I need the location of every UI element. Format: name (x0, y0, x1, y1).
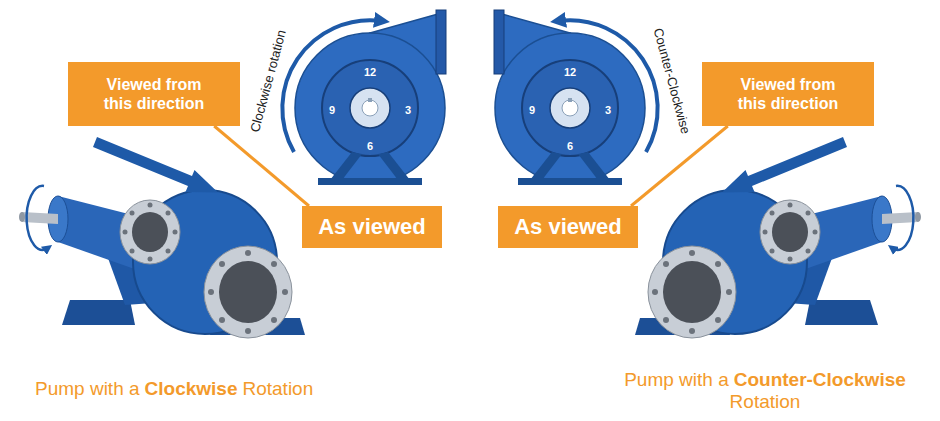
caption-line: Pump with aCounter-Clockwise (600, 369, 930, 391)
box-text: As viewed (514, 214, 622, 240)
view-label-box: As viewed (302, 206, 442, 248)
bracket-leg (330, 152, 362, 180)
shaft-end (19, 212, 25, 222)
illustration-part (271, 261, 277, 267)
clock-number: 6 (367, 140, 373, 152)
caption-text: Rotation (242, 378, 313, 400)
clock-number: 3 (605, 104, 611, 116)
illustration-part (245, 328, 251, 334)
hub (350, 88, 390, 128)
callout-box: Viewed from this direction (702, 62, 874, 126)
suction-flange (204, 246, 292, 338)
clock-number: 12 (564, 66, 576, 78)
foot (62, 300, 135, 325)
discharge-flange (436, 10, 446, 74)
bracket-leg (378, 152, 410, 180)
illustration-part (148, 257, 153, 262)
volute-casing (295, 33, 445, 183)
illustration-part (208, 289, 214, 295)
illustration-part (219, 317, 225, 323)
illustration-part (130, 211, 135, 216)
illustration-part (166, 211, 171, 216)
illustration-part (148, 203, 153, 208)
clock-number: 9 (329, 104, 335, 116)
pump-face-view (282, 10, 446, 185)
clock-number: 9 (529, 104, 535, 116)
clock-number: 12 (364, 66, 376, 78)
illustration-part (219, 261, 225, 267)
leader-line (631, 126, 728, 206)
clock-number: 3 (405, 104, 411, 116)
box-text: Viewed from this direction (728, 75, 848, 113)
callout-box: Viewed from this direction (68, 62, 240, 126)
illustration-part (282, 289, 288, 295)
caption-text: Counter-Clockwise (734, 369, 906, 391)
view-label-box: As viewed (498, 206, 638, 248)
suction-bore (219, 261, 277, 323)
illustration-part (166, 249, 171, 254)
pump-face-view (494, 10, 658, 185)
shaft-rotation-arrow (27, 186, 48, 250)
bolt-holes (208, 250, 288, 334)
discharge-bore (132, 212, 168, 252)
caption-text: Pump with a (624, 369, 729, 391)
clock-number: 6 (567, 140, 573, 152)
caption-line: Rotation (600, 391, 930, 413)
illustration-part (123, 230, 128, 235)
illustration-part (245, 250, 251, 256)
box-text: As viewed (318, 214, 426, 240)
caption-line: Pump with aClockwiseRotation (35, 378, 313, 400)
box-text: Viewed from this direction (94, 75, 214, 113)
illustration-part (173, 230, 178, 235)
casing-ring (322, 60, 418, 156)
discharge-flange (120, 200, 180, 264)
view-direction-arrow (93, 137, 218, 193)
caption-text: Pump with a (35, 378, 140, 400)
shaft-key (368, 98, 372, 102)
illustration-part (130, 249, 135, 254)
caption-text: Rotation (730, 391, 801, 413)
bolt-holes (123, 203, 178, 262)
base-plate (318, 178, 422, 185)
shaft (362, 100, 378, 116)
caption-text: Clockwise (145, 378, 238, 400)
illustration-part (271, 317, 277, 323)
leader-line (214, 126, 309, 206)
